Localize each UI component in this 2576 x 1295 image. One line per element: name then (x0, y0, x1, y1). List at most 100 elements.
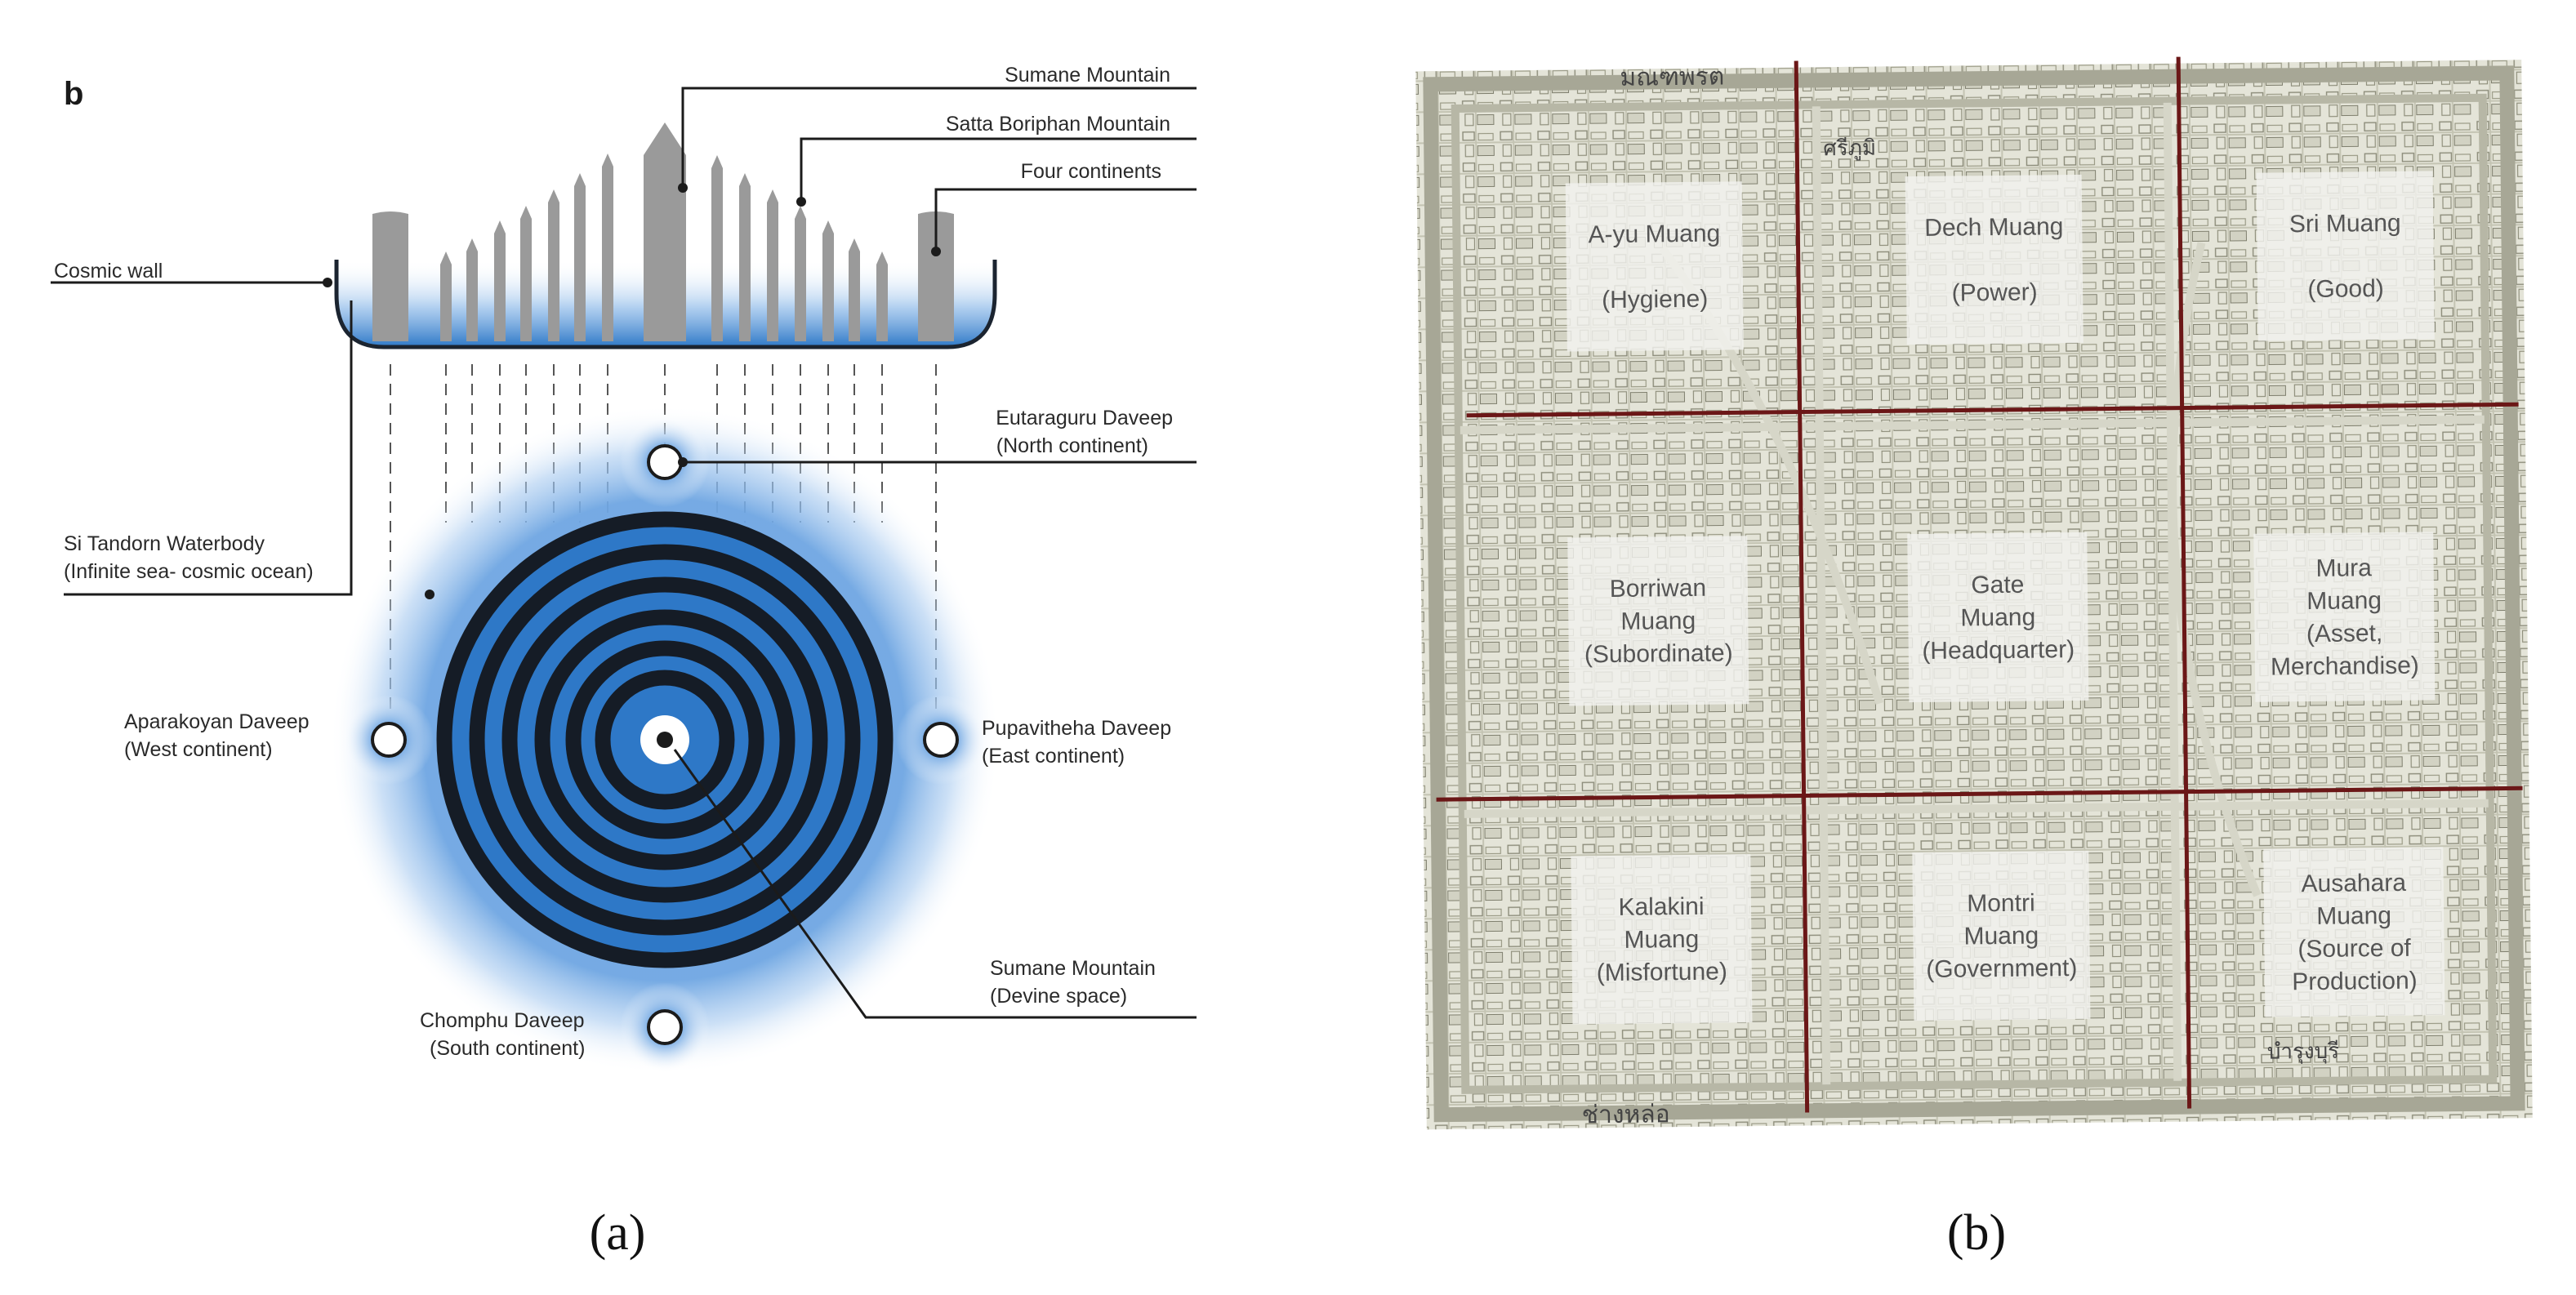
zone-box-1 (1565, 181, 1744, 352)
zone-4-line-2: Muang (1620, 607, 1696, 635)
zone-9-line-4: Production) (2292, 968, 2418, 996)
zone-8-line-1: Montri (1967, 890, 2035, 918)
nine-square-grid (1436, 56, 2523, 1113)
zone-5-line-1: Gate (1971, 572, 2024, 599)
mountain-11 (739, 173, 751, 341)
zone-1-line-3: (Hygiene) (1602, 286, 1708, 314)
label-four-continents: Four continents (1021, 160, 1161, 183)
zone-2-line-1: Dech Muang (1924, 213, 2063, 242)
mountain-15 (849, 238, 860, 341)
mountain-3 (466, 238, 478, 341)
north-continent-marker (647, 444, 683, 480)
cosmic-wall-line (334, 260, 997, 349)
mountain-10 (711, 155, 723, 341)
city-moat (1423, 65, 2525, 1123)
label-sumane-devine-name: Sumane Mountain (990, 957, 1156, 980)
zone-1-line-1: A-yu Muang (1588, 220, 1720, 249)
mountain-9 (644, 122, 686, 341)
zone-9-line-2: Muang (2316, 902, 2391, 930)
caption-a: (a) (590, 1205, 646, 1261)
city-map: มณฑพรต ศรีภูมิ ช่างหล่อ บำรุงบุรี A-yu M… (1415, 56, 2533, 1129)
zone-6-line-3: (Asset, (2306, 620, 2383, 648)
map-text-top: มณฑพรต (1620, 62, 1724, 91)
mountain-12 (767, 189, 778, 341)
cosmic-plan (330, 405, 1000, 1075)
zone-4-line-1: Borriwan (1610, 575, 1707, 603)
zone-5-line-2: Muang (1960, 604, 2035, 632)
panel-b: มณฑพรต ศรีภูมิ ช่างหล่อ บำรุงบุรี A-yu M… (1415, 56, 2533, 1261)
zone-box-4 (1567, 536, 1749, 706)
mountain-13 (795, 206, 806, 341)
zone-3-line-1: Sri Muang (2289, 210, 2401, 238)
mountain-1 (372, 211, 408, 341)
zone-4-line-3: (Subordinate) (1584, 639, 1733, 668)
mountain-16 (876, 251, 888, 341)
zone-box-6 (2253, 532, 2436, 702)
ring-6 (595, 670, 735, 810)
label-cosmic-wall: Cosmic wall (54, 260, 163, 283)
ring-3 (501, 576, 828, 903)
zone-6-line-2: Muang (2306, 587, 2382, 615)
leader-lines (51, 87, 1197, 1019)
zone-5-line-3: (Headquarter) (1922, 636, 2075, 665)
zone-box-7 (1571, 854, 1753, 1025)
map-roads (1460, 102, 2489, 1085)
zone-box-3 (2256, 171, 2435, 341)
map-text-bottom: ช่างหล่อ (1581, 1100, 1669, 1129)
zone-9-line-3: (Source of (2297, 935, 2411, 963)
sumane-core-dot (657, 732, 673, 748)
zone-box-5 (1907, 532, 2089, 703)
label-si-tandorn-desc: (Infinite sea- cosmic ocean) (64, 560, 314, 583)
mountain-range (372, 122, 954, 341)
zone-box-2 (1905, 174, 2084, 345)
mountain-14 (822, 220, 834, 341)
label-si-tandorn-name: Si Tandorn Waterbody (64, 532, 265, 555)
city-wall (1451, 93, 2498, 1094)
ring-1 (436, 511, 894, 968)
zone-8-line-2: Muang (1963, 922, 2039, 950)
zone-7-line-2: Muang (1624, 926, 1699, 954)
zone-labels: A-yu Muang (Hygiene) Dech Muang (Power) Sri … (1565, 171, 2445, 1025)
label-aparakoyan-name: Aparakoyan Daveep (124, 710, 310, 733)
label-pupavitheha-name: Pupavitheha Daveep (982, 717, 1171, 740)
mountain-6 (548, 189, 559, 341)
map-text-top-mid: ศรีภูมิ (1823, 136, 1876, 162)
label-sumane-devine-desc: (Devine space) (990, 985, 1127, 1008)
mountain-7 (574, 173, 586, 341)
south-continent-marker (647, 1009, 683, 1045)
label-chomphu-name: Chomphu Daveep (420, 1009, 585, 1032)
concentric-rings (436, 511, 894, 968)
zone-9-line-1: Ausahara (2301, 870, 2406, 897)
zone-3-line-3: (Good) (2307, 275, 2384, 303)
leader-dots (323, 183, 941, 599)
mountain-5 (520, 206, 532, 341)
zone-7-line-3: (Misfortune) (1597, 958, 1727, 986)
label-satta-boriphan: Satta Boriphan Mountain (946, 113, 1170, 136)
zone-box-8 (1912, 850, 2091, 1021)
mountain-8 (602, 154, 613, 341)
label-pupavitheha-desc: (East continent) (982, 745, 1125, 768)
zone-7-line-1: Kalakini (1618, 893, 1704, 921)
zone-box-9 (2263, 847, 2445, 1017)
label-sumane-mountain: Sumane Mountain (1005, 64, 1170, 87)
panel-a-corner-letter: b (64, 76, 83, 112)
zone-6-line-1: Mura (2315, 554, 2372, 582)
zone-2-line-3: (Power) (1951, 278, 2037, 306)
caption-b: (b) (1947, 1205, 2006, 1261)
panel-a: b (51, 64, 1197, 1261)
label-eutaraguru-desc: (North continent) (996, 434, 1148, 457)
ring-2 (469, 544, 861, 936)
map-text-bottom-right: บำรุงบุรี (2267, 1039, 2340, 1065)
cosmic-basin (334, 122, 997, 349)
label-chomphu-desc: (South continent) (430, 1037, 585, 1060)
zone-8-line-3: (Government) (1926, 955, 2077, 983)
mountain-17 (918, 211, 954, 341)
ring-5 (565, 640, 764, 839)
mountain-4 (494, 220, 506, 341)
ring-4 (534, 609, 796, 870)
label-aparakoyan-desc: (West continent) (124, 738, 273, 761)
zone-6-line-4: Merchandise) (2271, 652, 2419, 681)
west-continent-marker (371, 722, 407, 758)
east-continent-marker (923, 722, 959, 758)
